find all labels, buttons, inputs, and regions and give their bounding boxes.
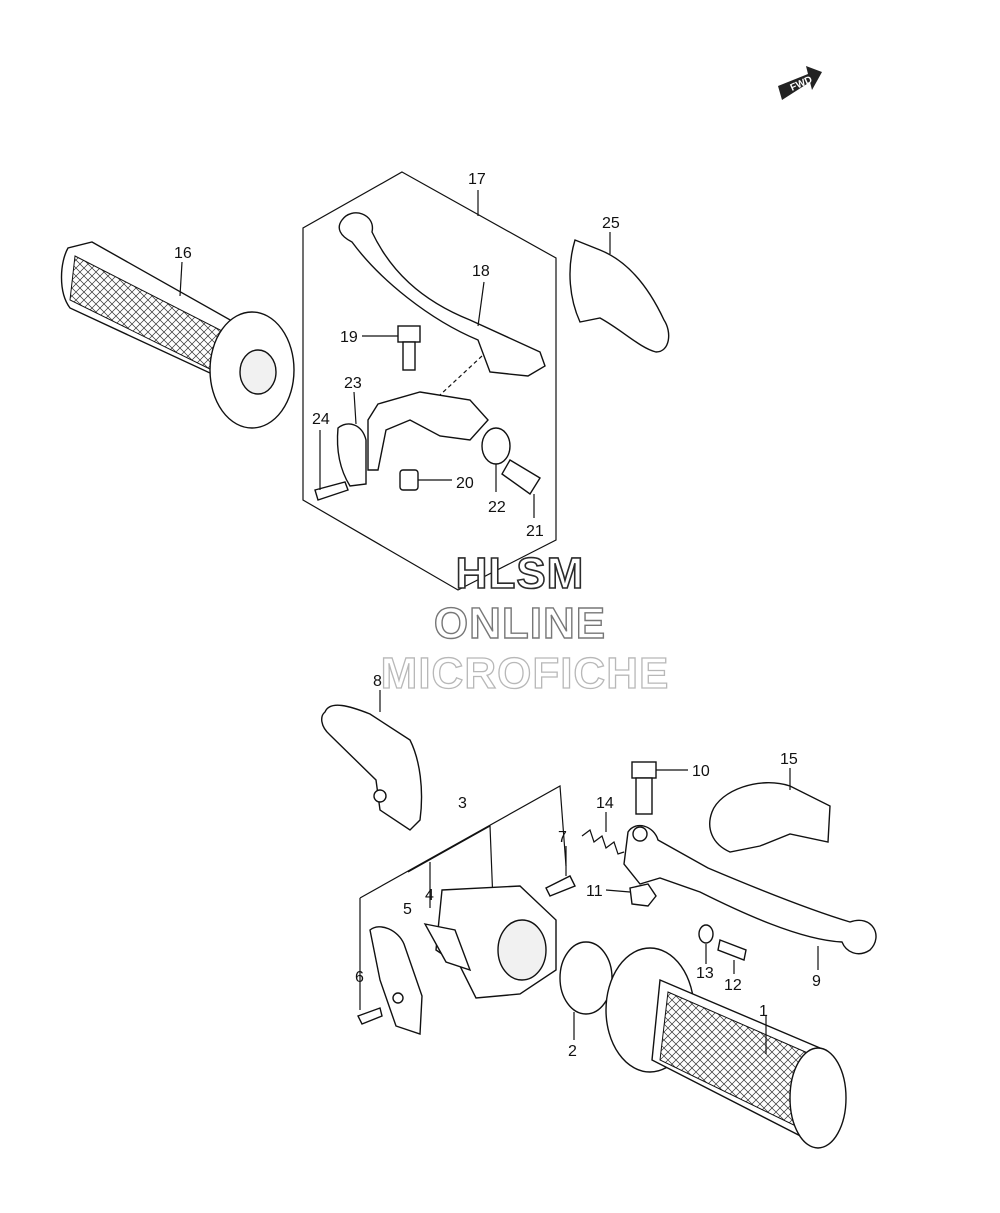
throttle-cable-8 (321, 704, 423, 831)
callout-16: 16 (174, 245, 192, 262)
spring-14 (581, 829, 625, 855)
lever-18 (338, 212, 546, 377)
cover-6 (369, 926, 423, 1035)
callout-11: 11 (586, 883, 603, 900)
callout-25: 25 (602, 215, 620, 232)
callout-14: 14 (596, 795, 614, 812)
callout-6: 6 (355, 969, 364, 986)
callout-18: 18 (472, 263, 490, 280)
callout-22: 22 (488, 499, 506, 516)
grip-right-1 (605, 947, 847, 1149)
callout-15: 15 (780, 751, 798, 768)
callout-13: 13 (696, 965, 714, 982)
callout-3: 3 (458, 795, 467, 812)
callout-10: 10 (692, 763, 710, 780)
adjuster-22 (481, 427, 511, 465)
watermark-line-2: ONLINE (434, 599, 606, 648)
fwd-arrow-icon: FWD (778, 66, 822, 100)
callout-17: 17 (468, 171, 486, 188)
lever-cover-15 (709, 782, 831, 853)
callout-24: 24 (312, 411, 330, 428)
callout-2: 2 (568, 1043, 577, 1060)
nut-20 (399, 469, 419, 491)
screw-24 (314, 481, 349, 501)
screw-7 (545, 875, 576, 897)
lever-cover-25 (569, 239, 670, 353)
brake-lever-9 (623, 824, 877, 955)
callout-1: 1 (759, 1003, 768, 1020)
callout-12: 12 (724, 977, 742, 994)
bolt-19 (397, 325, 421, 371)
assembly-bracket-3 (359, 785, 567, 1010)
grip-left-16 (60, 241, 295, 429)
callout-21: 21 (526, 523, 544, 540)
bolt-10 (631, 761, 657, 815)
callout-5: 5 (403, 901, 412, 918)
watermark-line-1: HLSM (456, 549, 585, 598)
callout-9: 9 (812, 973, 821, 990)
callout-4: 4 (425, 887, 434, 904)
bolt-12 (717, 939, 747, 961)
watermark-line-3: MICROFICHE (381, 649, 670, 698)
bolt-21 (501, 459, 541, 496)
lever-holder-23 (367, 391, 489, 471)
callout-20: 20 (456, 475, 474, 492)
callout-19: 19 (340, 329, 358, 346)
callout-8: 8 (373, 673, 382, 690)
fwd-label: FWD (789, 74, 814, 93)
callout-7: 7 (558, 829, 567, 846)
leader-lines (179, 190, 819, 1054)
assembly-box-17 (302, 171, 557, 591)
callout-23: 23 (344, 375, 362, 392)
nut-11 (629, 883, 657, 907)
collar-13 (698, 924, 714, 944)
collar-2 (559, 941, 613, 1015)
